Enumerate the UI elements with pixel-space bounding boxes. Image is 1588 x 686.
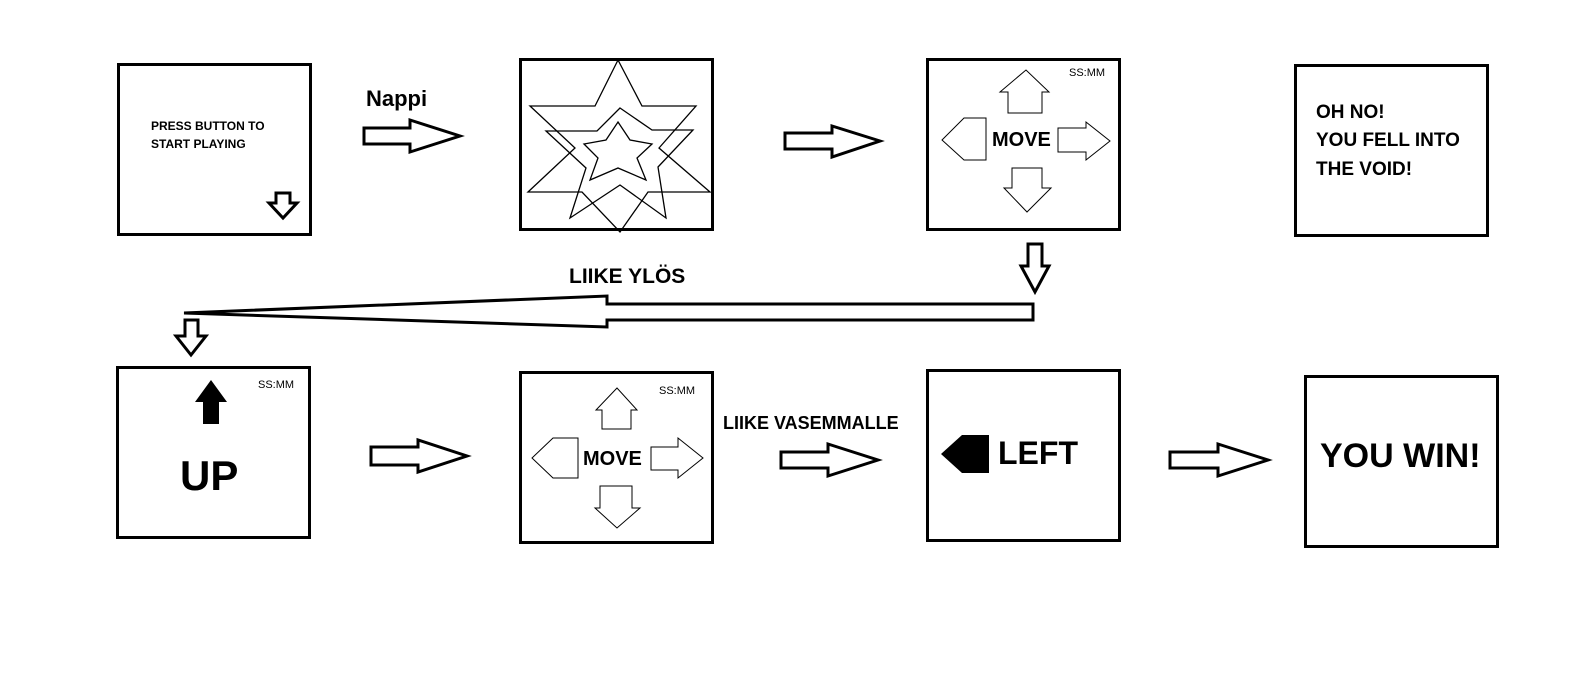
void-screen (1294, 64, 1489, 237)
void-text-line2: YOU FELL INTO (1316, 130, 1460, 151)
timer-up: SS:MM (258, 379, 295, 391)
arrow-right-outline-top (1057, 120, 1111, 162)
up-screen (116, 366, 311, 539)
flow-arrow-3 (369, 437, 472, 475)
arrow-left-outline-bottom (531, 437, 579, 479)
flow-arrow-4 (779, 441, 883, 479)
arrow-right-outline-bottom (650, 436, 704, 480)
flow-arrow-1 (362, 117, 465, 155)
label-liike-vasemmalle: LIIKE VASEMMALLE (723, 413, 899, 433)
filled-up-arrow-icon (195, 380, 227, 424)
flow-arrow-5 (1168, 441, 1273, 479)
start-screen (117, 63, 312, 236)
move-screen-top (926, 58, 1121, 231)
start-text-line2: START PLAYING (151, 137, 246, 151)
arrow-up-outline-top (998, 69, 1051, 114)
move-text-top: MOVE (992, 129, 1051, 151)
win-screen (1304, 375, 1499, 548)
down-arrow-from-move (1018, 242, 1052, 296)
left-text: LEFT (998, 435, 1078, 471)
medium-star-outline (544, 107, 695, 220)
down-arrow-to-up (172, 318, 210, 358)
void-text-line1: OH NO! (1316, 102, 1385, 123)
win-text: YOU WIN! (1320, 437, 1481, 475)
arrow-down-outline-bottom (593, 485, 642, 529)
filled-left-arrow-icon (941, 435, 989, 473)
arrow-up-outline-bottom (594, 387, 639, 430)
move-screen-bottom (519, 371, 714, 544)
label-liike-ylos: LIIKE YLÖS (569, 265, 686, 288)
flow-arrow-2 (783, 123, 885, 160)
start-text-line1: PRESS BUTTON TO (151, 119, 265, 133)
big-star-outline (526, 58, 712, 234)
timer-move-top: SS:MM (1069, 67, 1106, 79)
move-text-bottom: MOVE (583, 448, 642, 470)
arrow-left-outline-top (941, 117, 987, 161)
label-nappi: Nappi (366, 86, 428, 111)
up-text: UP (180, 452, 239, 499)
void-text-line3: THE VOID! (1316, 159, 1413, 180)
arrow-down-outline-top (1002, 167, 1053, 213)
star-animation-screen (519, 58, 714, 231)
timer-move-bottom: SS:MM (659, 385, 696, 397)
long-arrow-up-move (183, 294, 1035, 329)
start-down-arrow-icon (265, 191, 301, 221)
small-star-outline (582, 120, 654, 182)
